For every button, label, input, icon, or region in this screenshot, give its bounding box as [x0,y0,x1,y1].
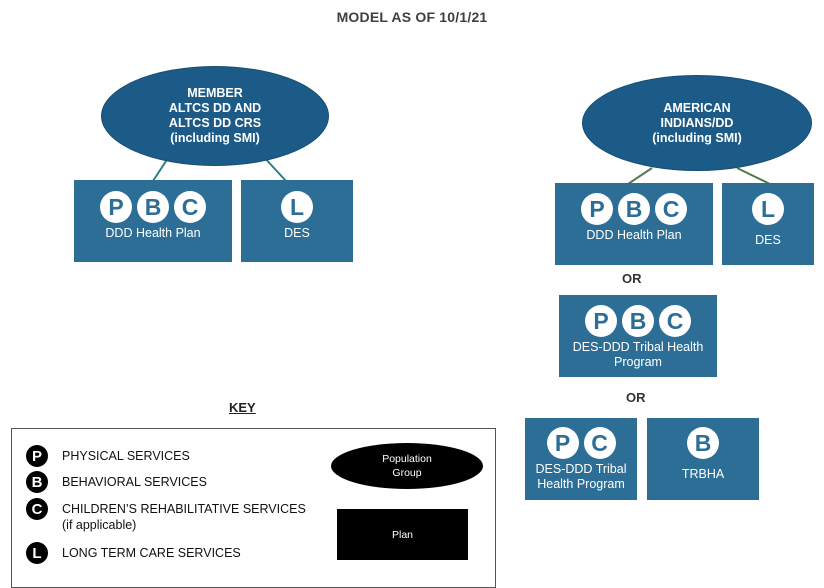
plan-label-line2: Program [614,355,662,369]
behavioral-services-icon: B [687,427,719,459]
physical-services-icon: P [581,193,613,225]
connector-right-to-des [736,167,771,185]
plan-label-line1: DES-DDD Tribal Health [572,340,704,354]
long-term-care-icon: L [752,193,784,225]
population-ellipse-american-indians-dd: AMERICAN INDIANS/DD (including SMI) [582,75,812,171]
plan-box-des-ddd-tribal-health-program: P B C DES-DDD Tribal Health Program [559,295,717,377]
childrens-rehab-services-icon: C [659,305,691,337]
key-item-long-term-care: L LONG TERM CARE SERVICES [26,542,241,564]
key-title: KEY [229,400,256,415]
physical-services-icon: P [546,427,579,459]
childrens-rehab-services-icon: C [583,427,616,459]
key-plan-box: Plan [337,509,468,560]
childrens-rehab-services-icon: C [655,193,687,225]
key-item-label: BEHAVIORAL SERVICES [62,475,207,489]
population-label: MEMBER ALTCS DD AND ALTCS DD CRS (includ… [168,86,262,145]
physical-services-icon: P [26,445,48,467]
population-ellipse-altcs-dd: MEMBER ALTCS DD AND ALTCS DD CRS (includ… [101,66,329,166]
behavioral-services-icon: B [618,193,650,225]
plan-box-trbha: B TRBHA [647,418,759,500]
plan-label: TRBHA [681,467,725,481]
plan-box-ddd-health-plan-right: P B C DDD Health Plan [555,183,713,265]
key-item-childrens-rehab: C CHILDREN’S REHABILITATIVE SERVICES (if… [26,498,306,533]
physical-services-icon: P [100,191,132,223]
plan-box-ddd-health-plan: P B C DDD Health Plan [74,180,232,262]
plan-box-des-right: L DES [722,183,814,265]
key-item-label: PHYSICAL SERVICES [62,449,190,463]
plan-label-line2: Health Program [537,477,625,491]
plan-label-line1: DES-DDD Tribal [535,462,627,476]
behavioral-services-icon: B [137,191,169,223]
long-term-care-icon: L [281,191,313,223]
plan-label: DES [284,226,310,240]
physical-services-icon: P [585,305,617,337]
page-title: MODEL AS OF 10/1/21 [336,9,488,25]
plan-label: DDD Health Plan [586,228,682,242]
childrens-rehab-services-icon: C [174,191,206,223]
connector-right-to-ddd [627,167,653,185]
population-label: AMERICAN INDIANS/DD (including SMI) [652,100,742,145]
plan-box-des: L DES [241,180,353,262]
key-item-label: CHILDREN’S REHABILITATIVE SERVICES (if a… [62,502,306,532]
or-label: OR [622,271,642,286]
key-item-label: LONG TERM CARE SERVICES [62,546,241,560]
key-item-behavioral: B BEHAVIORAL SERVICES [26,471,207,493]
key-population-group-ellipse: Population Group [331,443,483,489]
childrens-rehab-services-icon: C [26,498,48,520]
long-term-care-icon: L [26,542,48,564]
behavioral-services-icon: B [26,471,48,493]
plan-label: DDD Health Plan [105,226,201,240]
behavioral-services-icon: B [622,305,654,337]
or-label: OR [626,390,646,405]
key-item-physical: P PHYSICAL SERVICES [26,445,190,467]
plan-label: DES [755,233,781,247]
plan-box-des-ddd-tribal-health-program-pc: P C DES-DDD Tribal Health Program [525,418,637,500]
